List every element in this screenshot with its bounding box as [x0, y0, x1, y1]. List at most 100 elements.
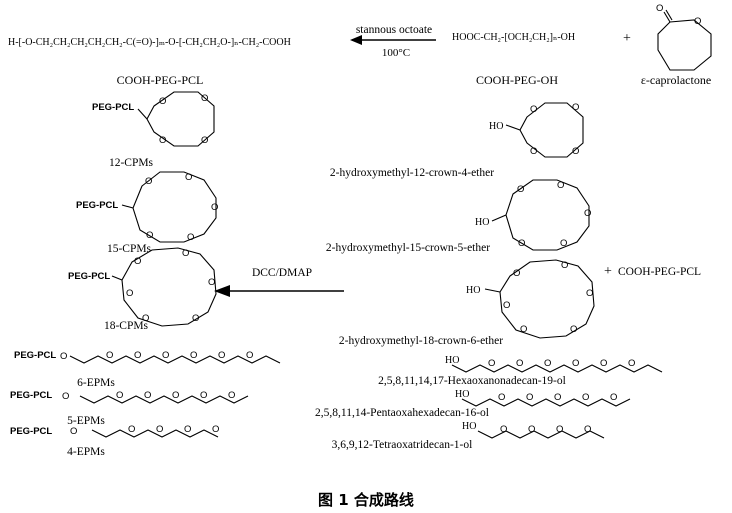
cpm18-structure	[111, 247, 217, 327]
cpm12-o4: O	[159, 135, 166, 146]
right-plus: +	[604, 264, 612, 279]
epm4-label: 4-EPMs	[67, 446, 105, 458]
cpm15-o4: O	[187, 232, 194, 243]
pentaoxa-o2: O	[526, 392, 533, 403]
crown15-o2: O	[557, 180, 564, 191]
hexaoxa-o1: O	[488, 358, 495, 369]
crown15-o5: O	[518, 238, 525, 249]
hexaoxa-alcohol-chain	[451, 364, 663, 373]
top-reaction-arrow-head	[350, 35, 362, 45]
crown15-alcohol-structure	[491, 179, 590, 251]
epm5-o4: O	[200, 390, 207, 401]
cpm12-o2: O	[201, 93, 208, 104]
hexaoxa-o6: O	[628, 358, 635, 369]
cpm12-structure	[137, 91, 215, 147]
cpm12-o3: O	[201, 135, 208, 146]
caprolactone-carbonyl-o: O	[656, 3, 663, 14]
figure-caption: 图 1 合成路线	[318, 491, 414, 509]
tetraoxa-o1: O	[500, 424, 507, 435]
top-plus: +	[623, 31, 631, 46]
cpm15-label: 15-CPMs	[107, 243, 152, 255]
crown12-o2: O	[572, 102, 579, 113]
epm4-o3: O	[184, 424, 191, 435]
pentaoxa-o3: O	[554, 392, 561, 403]
epm5-o5: O	[228, 390, 235, 401]
hexaoxa-o2: O	[516, 358, 523, 369]
tetraoxa-o2: O	[528, 424, 535, 435]
condition-temperature: 100°C	[382, 47, 410, 59]
caprolactone-label: ε-caprolactone	[641, 73, 711, 87]
cpm18-o3: O	[208, 277, 215, 288]
pentaoxa-alcohol-chain	[461, 398, 631, 407]
epm6-chain	[69, 355, 281, 364]
crown15-oh: HO	[475, 217, 489, 228]
epm5-o2: O	[144, 390, 151, 401]
polymer-label: COOH-PEG-PCL	[117, 73, 204, 87]
crown18-o6: O	[503, 300, 510, 311]
cpm12-peg-pcl: PEG-PCL	[92, 102, 134, 113]
hexaoxa-oh: HO	[445, 355, 459, 366]
epm6-label: 6-EPMs	[77, 377, 115, 389]
epm4-peg-pcl: PEG-PCL	[10, 426, 52, 437]
cpm18-label: 18-CPMs	[104, 320, 149, 332]
crown18-o4: O	[570, 324, 577, 335]
cpm18-o4: O	[192, 313, 199, 324]
epm4-o2: O	[156, 424, 163, 435]
cpm18-o2: O	[182, 248, 189, 259]
crown12-o4: O	[530, 146, 537, 157]
pentaoxa-o4: O	[582, 392, 589, 403]
pentaoxa-oh: HO	[455, 389, 469, 400]
crown15-o1: O	[517, 184, 524, 195]
epm4-o0: O	[70, 426, 77, 437]
epm6-o5: O	[218, 350, 225, 361]
crown18-o1: O	[513, 268, 520, 279]
epm4-o4: O	[212, 424, 219, 435]
crown18-label: 2-hydroxymethyl-18-crown-6-ether	[339, 335, 503, 347]
epm5-o3: O	[172, 390, 179, 401]
cpm18-peg-pcl: PEG-PCL	[68, 271, 110, 282]
hexaoxa-o3: O	[544, 358, 551, 369]
right-reagent: COOH-PEG-PCL	[618, 266, 701, 278]
crown15-o3: O	[584, 208, 591, 219]
caprolactone-ring-o: O	[694, 16, 701, 27]
cpm15-o3: O	[211, 202, 218, 213]
tetraoxa-o3: O	[556, 424, 563, 435]
epm6-o1: O	[106, 350, 113, 361]
pentaoxa-label: 2,5,8,11,14-Pentaoxahexadecan-16-ol	[315, 407, 489, 419]
epm4-chain	[91, 429, 219, 438]
reactant-formula: HOOC-CH₂-[OCH₂CH₂]ₙ-OH	[452, 32, 575, 43]
epm6-o2: O	[134, 350, 141, 361]
cpm18-o1: O	[134, 256, 141, 267]
epm6-peg-pcl: PEG-PCL	[14, 350, 56, 361]
reactant-label: COOH-PEG-OH	[476, 73, 558, 87]
condition-catalyst: stannous octoate	[356, 24, 432, 36]
cpm15-peg-pcl: PEG-PCL	[76, 200, 118, 211]
cpm12-o1: O	[159, 96, 166, 107]
polymer-formula: H-[-O-CH₂CH₂CH₂CH₂CH₂-C(=O)-]ₘ-O-[-CH₂CH…	[8, 37, 291, 48]
crown18-o5: O	[520, 324, 527, 335]
epm5-label: 5-EPMs	[67, 415, 105, 427]
pentaoxa-o1: O	[498, 392, 505, 403]
crown12-o3: O	[572, 146, 579, 157]
crown12-label: 2-hydroxymethyl-12-crown-4-ether	[330, 167, 494, 179]
epm5-o0: O	[62, 391, 69, 402]
crown12-o1: O	[530, 104, 537, 115]
crown12-alcohol-structure	[505, 102, 584, 158]
hexaoxa-o4: O	[572, 358, 579, 369]
cpm15-o1: O	[145, 176, 152, 187]
epm5-o1: O	[116, 390, 123, 401]
coupling-arrow-head	[214, 285, 230, 297]
epm5-chain	[79, 395, 249, 404]
hexaoxa-o5: O	[600, 358, 607, 369]
epm6-o3: O	[162, 350, 169, 361]
crown15-o4: O	[560, 238, 567, 249]
caprolactone-structure	[657, 9, 712, 71]
crown15-label: 2-hydroxymethyl-15-crown-5-ether	[326, 242, 490, 254]
epm6-o6: O	[246, 350, 253, 361]
tetraoxa-alcohol-chain	[477, 430, 605, 439]
cpm18-o6: O	[126, 288, 133, 299]
crown18-o2: O	[561, 260, 568, 271]
cpm15-o2: O	[185, 172, 192, 183]
tetraoxa-oh: HO	[462, 421, 476, 432]
